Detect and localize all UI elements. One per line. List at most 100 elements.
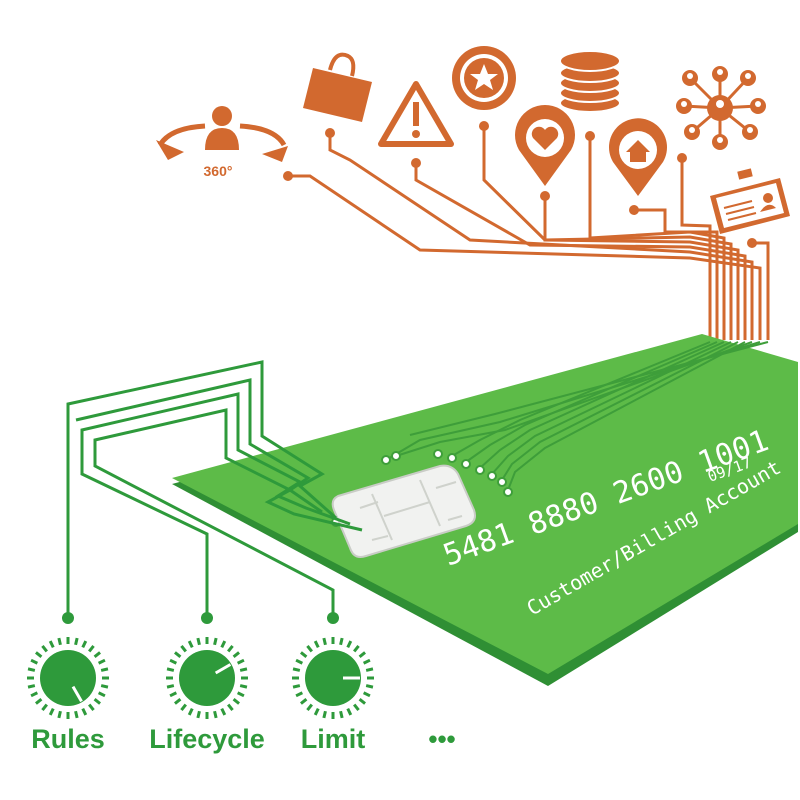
orange-circuit-traces <box>288 126 770 340</box>
dial-tick <box>227 703 234 711</box>
dial-tick <box>166 684 175 689</box>
id-card-icon <box>710 168 790 234</box>
rules-label: Rules <box>31 724 105 754</box>
dial-tick <box>213 710 218 719</box>
dial-tick <box>213 637 218 646</box>
dial-tick <box>365 667 374 672</box>
dial-tick <box>169 691 178 698</box>
dial-tick <box>41 645 48 653</box>
dial-tick <box>81 707 88 716</box>
dial-lifecycle[interactable] <box>166 637 248 719</box>
rotate-360-label: 360° <box>204 163 233 179</box>
trace-idcard <box>752 241 770 340</box>
dial-tick <box>187 707 194 716</box>
dial-tick <box>295 691 304 698</box>
dial-indicator <box>71 685 83 703</box>
dial-tick <box>232 651 240 658</box>
dial-tick <box>346 707 353 716</box>
dial-rules[interactable] <box>27 637 109 719</box>
green-trace-pads <box>62 612 339 624</box>
dial-tick <box>339 710 344 719</box>
dial-tick <box>166 667 175 672</box>
trace-rules <box>66 360 337 614</box>
more-ellipsis: ••• <box>428 724 455 754</box>
emv-chip <box>331 464 476 558</box>
dial-tick <box>239 684 248 689</box>
trace-lifecycle <box>80 392 351 614</box>
dial-knob[interactable] <box>305 650 361 706</box>
limit-label: Limit <box>301 724 366 754</box>
dial-tick <box>35 698 43 705</box>
dial-tick <box>88 703 95 711</box>
dial-tick <box>27 667 36 672</box>
credit-card: 5481 8880 2600 1001 09/17 Customer/Billi… <box>172 334 798 686</box>
dial-tick <box>362 658 371 665</box>
dial-tick <box>30 691 39 698</box>
green-circuit-traces <box>66 360 363 614</box>
dial-tick <box>74 710 79 719</box>
dial-tick <box>313 707 320 716</box>
dial-tick <box>187 640 194 649</box>
dial-tick <box>322 637 327 646</box>
dial-tick <box>93 698 101 705</box>
dial-tick <box>180 703 187 711</box>
dial-tick <box>100 684 109 689</box>
dial-tick <box>196 710 201 719</box>
dial-tick <box>300 651 308 658</box>
star-badge-icon <box>452 46 516 110</box>
dial-tick <box>358 698 366 705</box>
dial-knob[interactable] <box>40 650 96 706</box>
dial-limit[interactable] <box>292 637 374 719</box>
dial-indicator <box>214 663 232 675</box>
trace-home <box>634 208 719 340</box>
dial-tick <box>220 707 227 716</box>
home-pin-icon <box>609 118 667 196</box>
dial-tick <box>48 707 55 716</box>
dial-knob[interactable] <box>179 650 235 706</box>
trace-limit <box>93 408 363 614</box>
dial-tick <box>306 645 313 653</box>
dial-tick <box>81 640 88 649</box>
dial-tick <box>353 703 360 711</box>
shopping-bag-icon <box>303 52 372 122</box>
dial-tick <box>292 667 301 672</box>
dial-tick <box>88 645 95 653</box>
dial-tick <box>100 667 109 672</box>
network-people-icon <box>676 66 766 150</box>
dial-tick <box>30 658 39 665</box>
dial-tick <box>27 684 36 689</box>
dial-tick <box>232 698 240 705</box>
dial-tick <box>362 691 371 698</box>
dial-tick <box>174 698 182 705</box>
lifecycle-label: Lifecycle <box>149 724 265 754</box>
dial-tick <box>74 637 79 646</box>
orange-trace-pads <box>283 121 757 248</box>
dial-tick <box>35 651 43 658</box>
dial-tick <box>322 710 327 719</box>
coin-stack-icon <box>559 50 621 113</box>
dial-tick <box>358 651 366 658</box>
dial-tick <box>93 651 101 658</box>
dial-tick <box>236 691 245 698</box>
control-dials <box>27 637 374 719</box>
dial-tick <box>196 637 201 646</box>
trace-bag <box>328 133 754 340</box>
dial-tick <box>239 667 248 672</box>
dial-tick <box>365 684 374 689</box>
dial-tick <box>41 703 48 711</box>
card-traces <box>385 341 769 491</box>
dial-tick <box>353 645 360 653</box>
dial-tick <box>180 645 187 653</box>
trace-360 <box>288 174 762 340</box>
dial-tick <box>313 640 320 649</box>
dial-tick <box>48 640 55 649</box>
dial-tick <box>300 698 308 705</box>
heart-pin-icon <box>515 105 576 186</box>
dial-tick <box>169 658 178 665</box>
dial-tick <box>292 684 301 689</box>
dial-tick <box>220 640 227 649</box>
dial-tick <box>57 637 62 646</box>
trace-heart <box>543 196 733 340</box>
person-360-icon: 360° <box>156 106 288 179</box>
warning-icon <box>378 81 454 147</box>
